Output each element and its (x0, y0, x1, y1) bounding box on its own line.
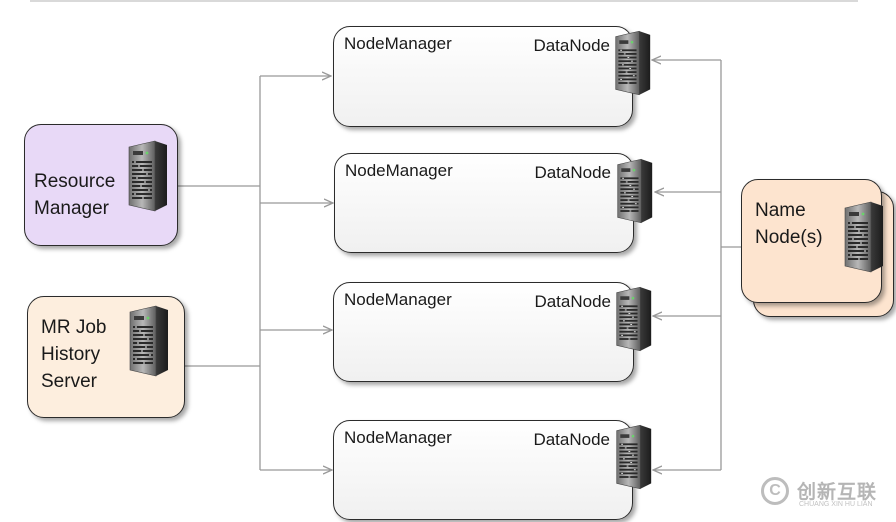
server-icon (612, 28, 652, 98)
watermark-text: 创新互联 (797, 482, 878, 503)
name-node-line-1: Name (755, 200, 806, 221)
node-manager-label: NodeManager (344, 428, 452, 447)
node-manager-label: NodeManager (345, 161, 453, 180)
data-node-label: DataNode (533, 430, 610, 449)
watermark-logo-icon: C (761, 477, 789, 505)
server-icon (613, 422, 653, 492)
mr-job-line-1: MR Job (41, 317, 107, 338)
watermark-subtext: CHUANG XIN HU LIAN (799, 501, 873, 508)
resource-manager-line-2: Manager (34, 198, 109, 219)
resource-manager-label: Resource Manager (34, 168, 115, 222)
node-manager-label: NodeManager (344, 290, 452, 309)
top-divider (30, 0, 858, 2)
worker-node-2: NodeManager DataNode (334, 153, 634, 253)
server-icon (613, 284, 653, 354)
mr-job-line-3: Server (41, 371, 97, 392)
data-node-label: DataNode (534, 163, 611, 182)
mr-job-history-label: MR Job History Server (41, 314, 106, 395)
data-node-label: DataNode (534, 292, 611, 311)
name-node-line-2: Node(s) (755, 227, 823, 248)
watermark: C 创新互联 CHUANG XIN HU LIAN (749, 468, 896, 522)
server-icon (841, 200, 885, 274)
name-node-label: Name Node(s) (755, 197, 823, 251)
resource-manager-line-1: Resource (34, 171, 116, 192)
worker-node-1: NodeManager DataNode (333, 26, 633, 127)
mr-job-line-2: History (41, 344, 101, 365)
server-icon (126, 304, 170, 378)
server-icon (125, 139, 169, 213)
server-icon (614, 156, 654, 226)
data-node-label: DataNode (533, 36, 610, 55)
worker-node-3: NodeManager DataNode (333, 282, 634, 382)
worker-node-4: NodeManager DataNode (333, 420, 633, 520)
node-manager-label: NodeManager (344, 34, 452, 53)
